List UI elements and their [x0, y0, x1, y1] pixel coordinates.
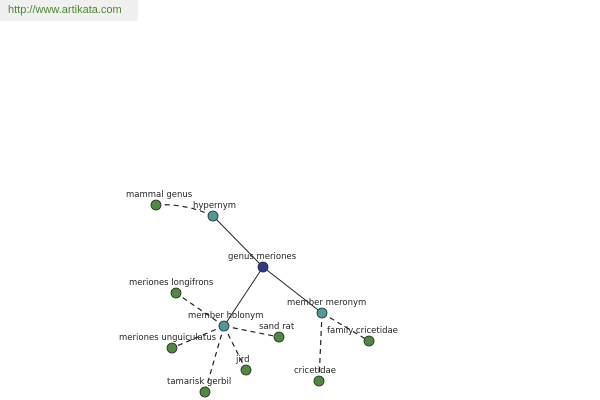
node-meriones-longifrons[interactable]	[170, 287, 182, 299]
edge-meronym-family-cricetidae	[321, 312, 370, 342]
edges	[155, 204, 370, 393]
label-tamarisk-gerbil: tamarisk gerbil	[167, 377, 231, 387]
source-link[interactable]: http://www.artikata.com	[0, 0, 138, 21]
node-hypernym[interactable]	[207, 210, 219, 222]
node-sand-rat[interactable]	[273, 331, 285, 343]
label-member-meronym: member meronym	[287, 298, 366, 308]
edge-holonym-meriones-unguiculatus	[171, 325, 225, 349]
nodes	[150, 199, 375, 398]
edge-center-hypernym	[212, 215, 264, 268]
label-mammal-genus: mammal genus	[126, 190, 193, 200]
label-meriones-unguiculatus: meriones unguiculatus	[119, 333, 217, 343]
label-hypernym: hypernym	[193, 201, 236, 211]
node-member-meronym[interactable]	[316, 307, 328, 319]
node-mammal-genus[interactable]	[150, 199, 162, 211]
labels: genus meriones hypernym member holonym m…	[119, 190, 398, 387]
edge-center-member-meronym	[262, 266, 323, 314]
label-genus-meriones: genus meriones	[228, 252, 297, 262]
edge-holonym-meriones-longifrons	[175, 292, 225, 327]
node-cricetidae[interactable]	[313, 375, 325, 387]
label-jird: jird	[235, 355, 249, 365]
edge-holonym-tamarisk-gerbil	[204, 325, 225, 393]
node-meriones-unguiculatus[interactable]	[166, 342, 178, 354]
edge-meronym-cricetidae	[318, 312, 323, 382]
edge-center-member-holonym	[223, 266, 264, 327]
edge-holonym-sand-rat	[223, 325, 280, 338]
edge-holonym-jird	[223, 325, 247, 371]
node-jird[interactable]	[240, 364, 252, 376]
label-cricetidae: cricetidae	[294, 366, 336, 376]
edge-hypernym-mammal-genus	[155, 204, 214, 217]
node-genus-meriones[interactable]	[257, 261, 269, 273]
label-member-holonym: member holonym	[188, 311, 263, 321]
label-sand-rat: sand rat	[259, 322, 295, 332]
label-family-cricetidae: family cricetidae	[327, 326, 398, 336]
node-family-cricetidae[interactable]	[363, 335, 375, 347]
node-tamarisk-gerbil[interactable]	[199, 386, 211, 398]
label-meriones-longifrons: meriones longifrons	[129, 278, 214, 288]
node-member-holonym[interactable]	[218, 320, 230, 332]
